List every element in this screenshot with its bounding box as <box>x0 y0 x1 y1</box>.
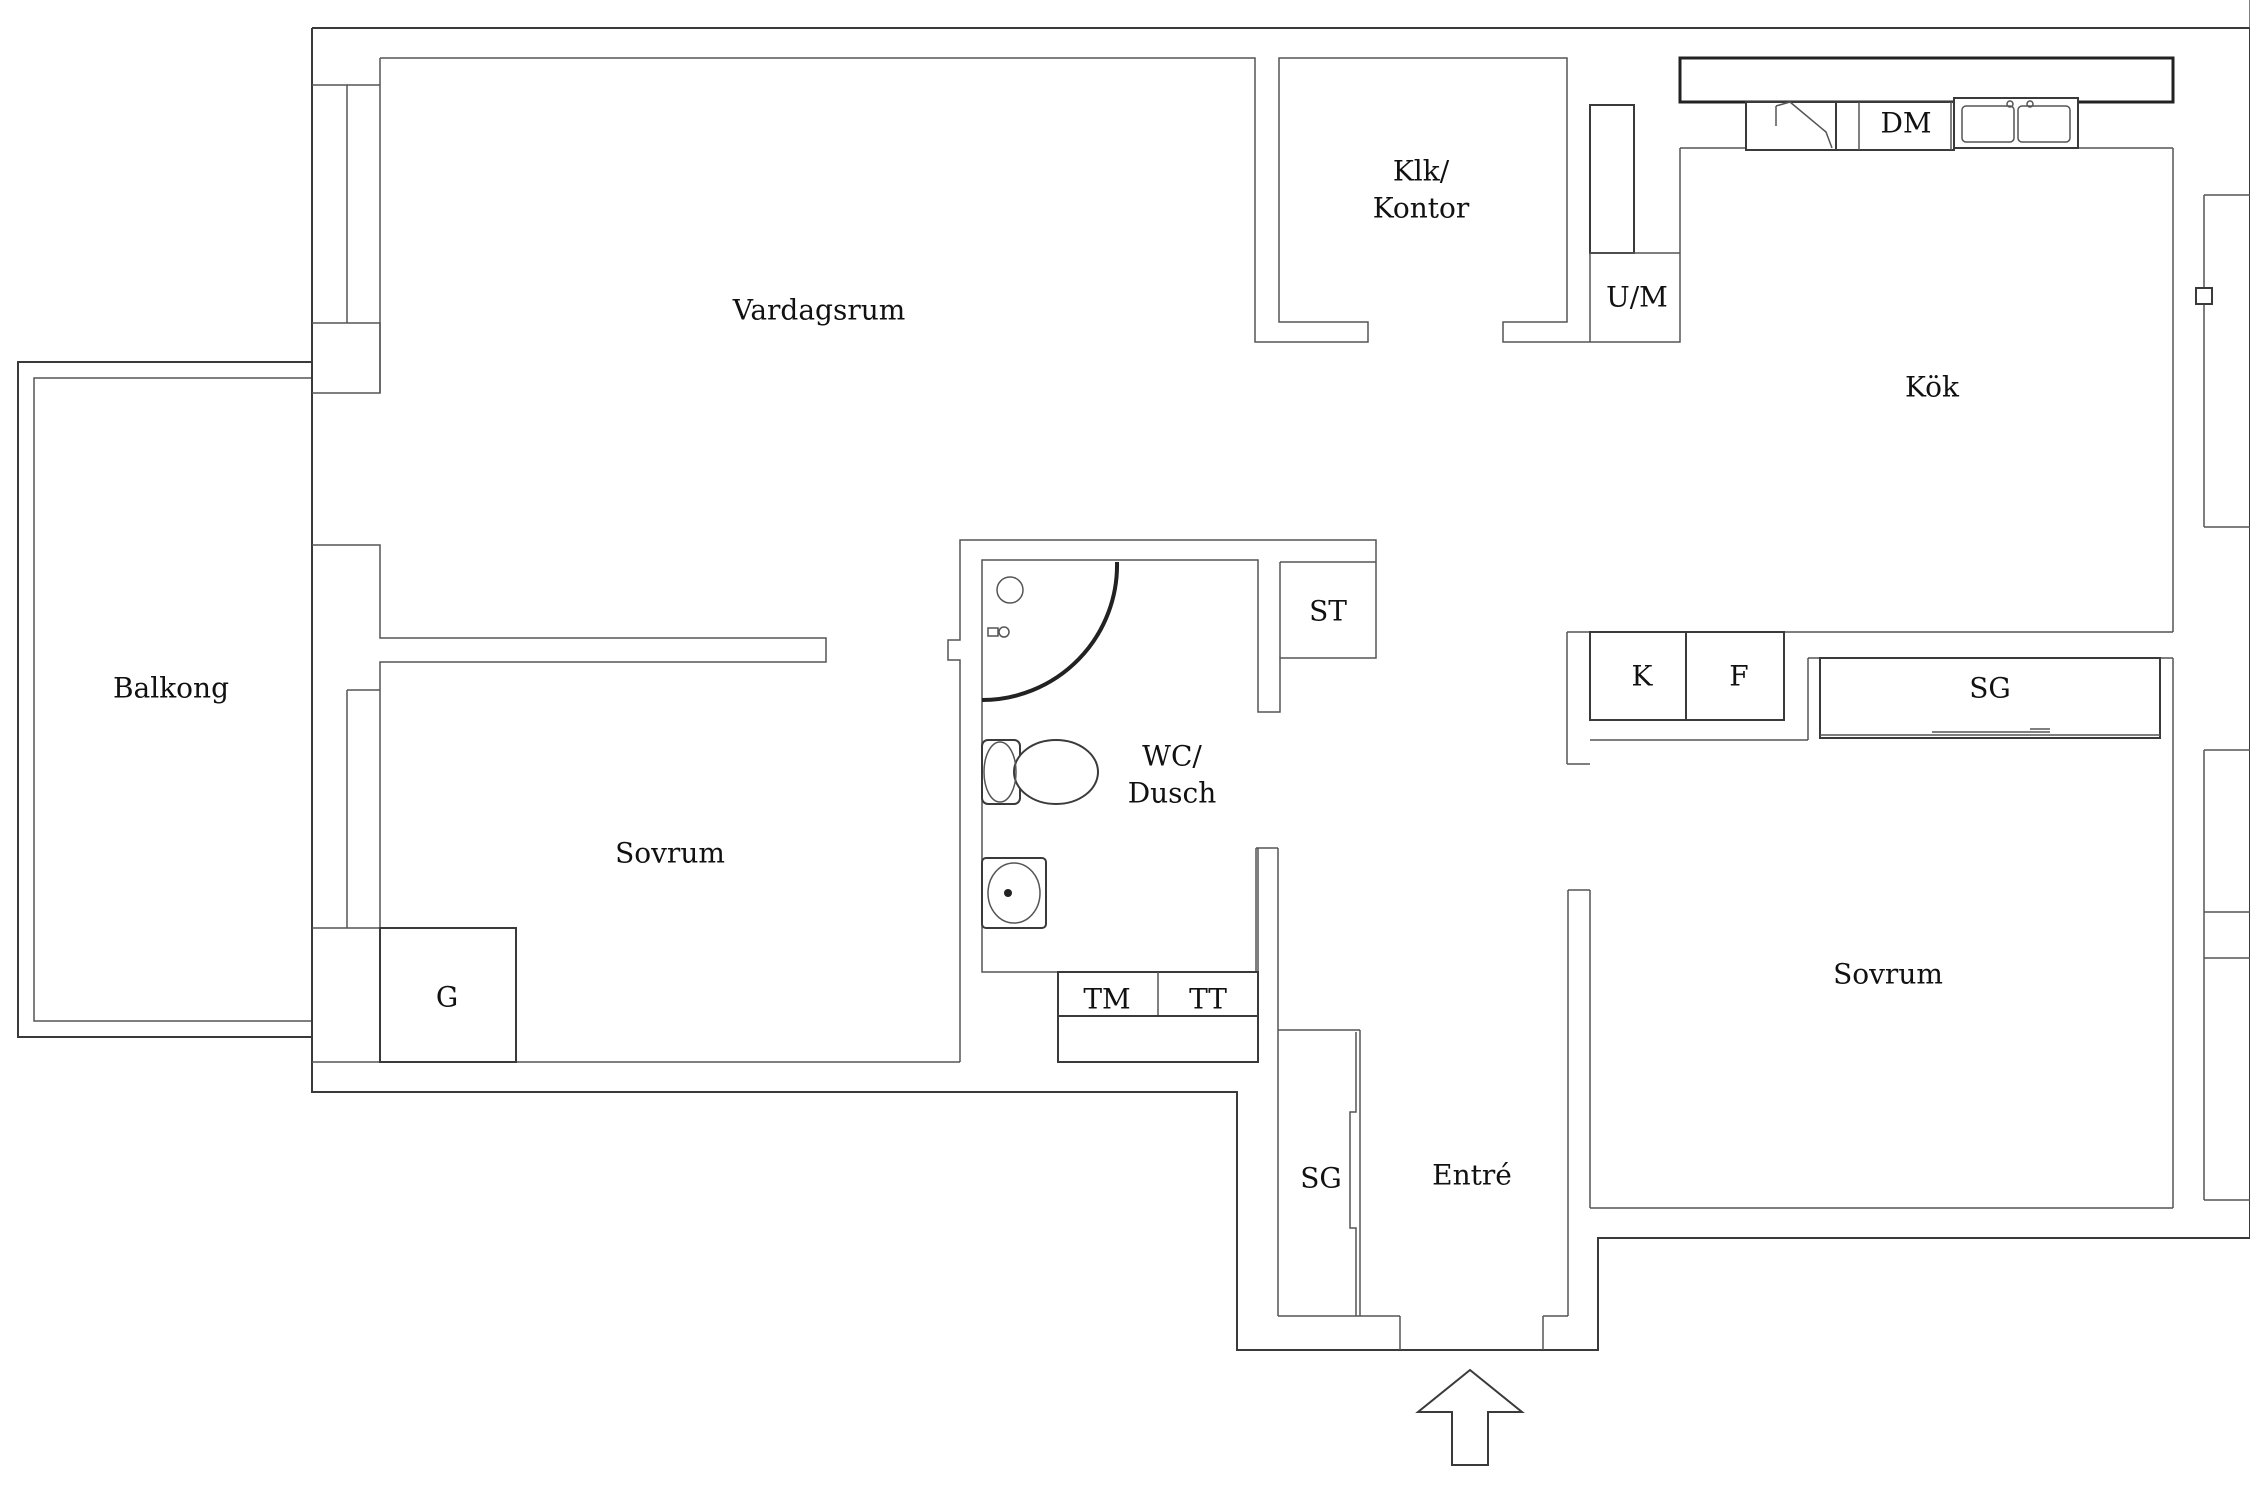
right-wall <box>2195 28 2250 1238</box>
label-g: G <box>436 981 458 1014</box>
wardrobe-sg-entre <box>1349 1032 1357 1316</box>
label-sovrum-right: Sovrum <box>1833 958 1943 991</box>
kitchen-sink-icon <box>1953 97 2079 149</box>
shower-icon <box>981 561 1120 702</box>
wardrobe-g <box>379 927 517 1063</box>
label-dm: DM <box>1880 107 1931 140</box>
label-tt: TT <box>1189 983 1227 1016</box>
wardrobe-sg-kitchen <box>1819 657 2161 739</box>
label-kok: Kök <box>1905 371 1960 404</box>
label-entre: Entré <box>1432 1159 1512 1192</box>
label-wc: WC/ <box>1142 740 1202 773</box>
label-st: ST <box>1309 595 1347 628</box>
toilet-icon <box>981 739 1099 805</box>
label-f: F <box>1729 660 1748 693</box>
washbasin-icon <box>981 857 1047 929</box>
laundry-units <box>1057 971 1259 1063</box>
label-dusch: Dusch <box>1128 777 1217 810</box>
label-sg-kitchen: SG <box>1969 672 2011 705</box>
label-um: U/M <box>1606 281 1668 314</box>
kitchen-tall-cabinet <box>1589 104 1680 342</box>
entrance-arrow-icon <box>1415 1368 1525 1466</box>
label-klk: Klk/ <box>1393 155 1450 188</box>
left-wall-openings <box>312 58 960 1063</box>
label-k: K <box>1632 660 1654 693</box>
label-sovrum-left: Sovrum <box>615 837 725 870</box>
label-sg-entre: SG <box>1300 1162 1342 1195</box>
label-balkong: Balkong <box>113 672 229 705</box>
kitchen-counter <box>1678 56 2175 151</box>
label-kontor: Kontor <box>1373 192 1470 225</box>
balcony <box>17 361 312 1038</box>
fridge-freezer <box>1589 631 1785 721</box>
label-tm: TM <box>1083 983 1130 1016</box>
label-vardagsrum: Vardagsrum <box>732 294 906 327</box>
